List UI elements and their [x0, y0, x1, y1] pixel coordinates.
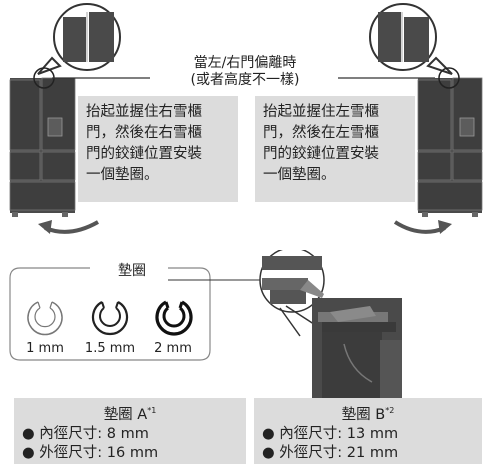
instruction-line: 一個墊圈。	[263, 167, 336, 183]
washer-b-spec: 墊圈 B*2 ● 內徑尺寸: 13 mm ● 外徑尺寸: 21 mm	[254, 398, 482, 464]
washer-1-5mm-icon	[91, 301, 129, 336]
left-rotate-arrow	[44, 220, 99, 234]
washer-panel-title: 墊圈	[118, 263, 146, 279]
washer-b-inner: ● 內徑尺寸: 13 mm	[262, 425, 399, 442]
diagram-title: 當左/右門偏離時 (或者高度不一樣)	[150, 55, 340, 89]
washer-illustration	[9, 250, 402, 400]
instruction-line: 門，然後在左雪櫃	[263, 125, 379, 141]
right-instruction-box: 抬起並握住左雪櫃 門，然後在左雪櫃 門的鉸鏈位置安裝 一個墊圈。	[255, 96, 415, 202]
washer-1mm-icon	[27, 301, 63, 336]
washer-size-label: 1.5 mm	[84, 341, 136, 356]
washer-size-label: 2 mm	[154, 341, 192, 356]
title-line-2: (或者高度不一樣)	[190, 72, 300, 88]
washer-b-outer: ● 外徑尺寸: 21 mm	[262, 444, 399, 461]
washer-a-title: 墊圈 A*1	[103, 406, 157, 423]
washer-a-outer: ● 外徑尺寸: 16 mm	[22, 444, 159, 461]
instruction-line: 一個墊圈。	[86, 167, 159, 183]
right-rotate-arrow	[393, 220, 446, 234]
title-line-1: 當左/右門偏離時	[193, 55, 297, 71]
left-magnifier	[37, 3, 121, 75]
left-instruction-box: 抬起並握住右雪櫃 門，然後在右雪櫃 門的鉸鏈位置安裝 一個墊圈。	[78, 96, 238, 202]
right-magnifier	[369, 3, 453, 75]
instruction-line: 門，然後在右雪櫃	[86, 125, 202, 141]
right-fridge	[417, 67, 483, 217]
instruction-line: 抬起並握住左雪櫃	[263, 104, 379, 120]
top-illustration	[9, 3, 483, 234]
hinge-zoom-magnifier	[259, 250, 325, 337]
washer-a-inner: ● 內徑尺寸: 8 mm	[22, 425, 149, 442]
washer-2mm-icon	[155, 300, 193, 336]
instruction-line: 門的鉸鏈位置安裝	[263, 146, 379, 162]
washer-size-label: 1 mm	[26, 341, 64, 356]
instruction-line: 門的鉸鏈位置安裝	[86, 146, 202, 162]
washer-a-spec: 墊圈 A*1 ● 內徑尺寸: 8 mm ● 外徑尺寸: 16 mm	[14, 398, 246, 464]
washer-b-title: 墊圈 B*2	[341, 406, 395, 423]
left-fridge	[9, 67, 76, 217]
hinge-detail-image	[312, 298, 402, 400]
instruction-line: 抬起並握住右雪櫃	[86, 104, 202, 120]
